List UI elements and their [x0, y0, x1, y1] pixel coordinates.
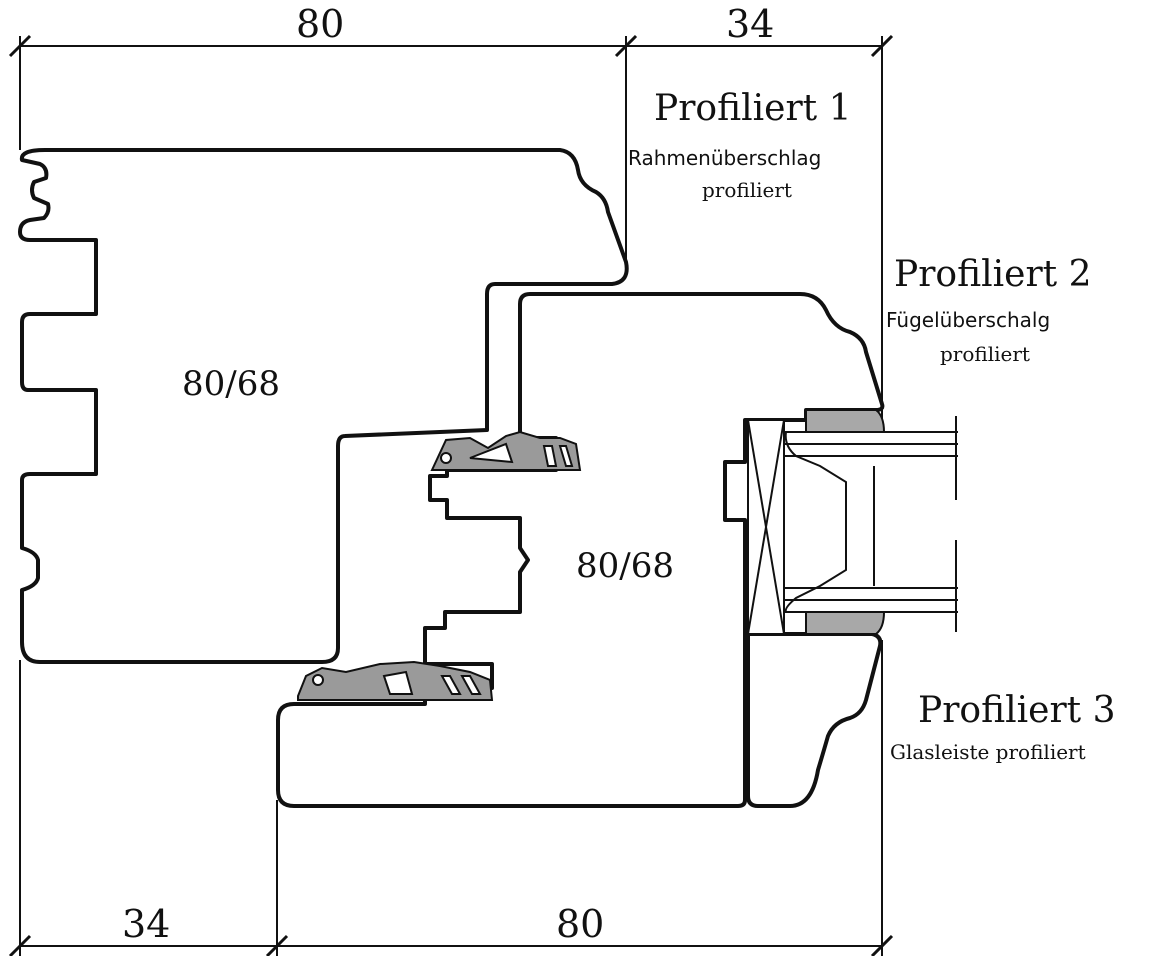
sash-section-label: 80/68 [576, 546, 674, 586]
profile1-line2: profiliert [702, 178, 792, 202]
profile3-line1: Glasleiste profiliert [890, 740, 1086, 764]
dimension-top-left: 80 [296, 2, 345, 46]
profile2-line2: profiliert [940, 342, 1030, 366]
lower-gasket [297, 660, 494, 701]
profile1-line1: Rahmenüberschlag [628, 146, 822, 170]
profile1-title: Profiliert 1 [654, 88, 852, 129]
profile2-line1: Fügelüberschalg [886, 308, 1051, 332]
dimension-top-right: 34 [726, 2, 775, 46]
lower-glazing-seal [805, 611, 886, 635]
profile3-title: Profiliert 3 [918, 690, 1116, 731]
profile2-title: Profiliert 2 [894, 254, 1092, 295]
sash-profile [276, 292, 885, 808]
frame-section-label: 80/68 [182, 364, 280, 404]
upper-gasket [430, 430, 582, 471]
upper-glazing-seal [805, 409, 886, 433]
dimension-lines [8, 34, 894, 956]
dimension-bottom-right: 80 [556, 902, 605, 946]
glass-bead-profile [746, 632, 883, 808]
frame-profile [18, 148, 629, 664]
dimension-bottom-left: 34 [122, 902, 171, 946]
glass-unit [747, 416, 958, 635]
